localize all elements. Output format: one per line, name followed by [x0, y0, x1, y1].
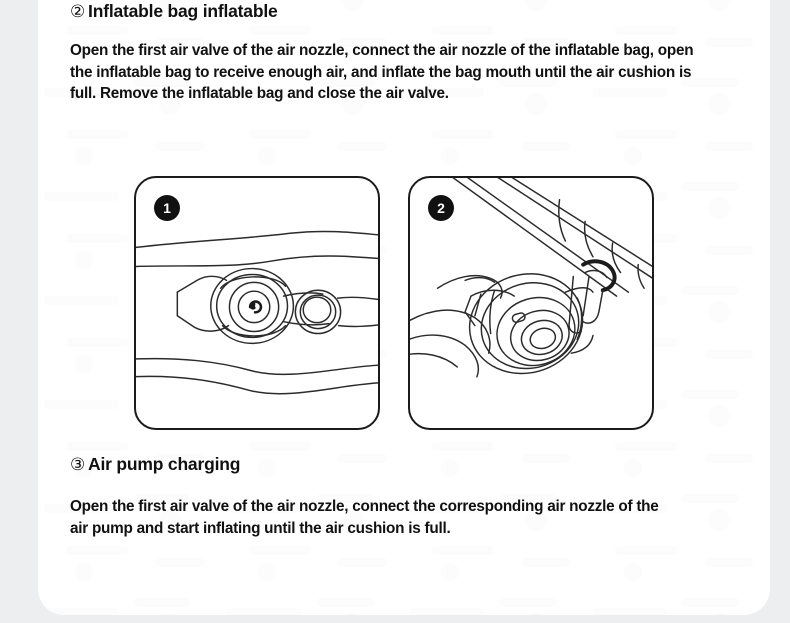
section-three-heading-text: Air pump charging [88, 454, 241, 474]
section-three-number: ③ [70, 455, 86, 474]
hand-connecting-nozzle-drawing [410, 178, 652, 378]
illustration-panel-one: 1 [134, 176, 380, 430]
section-two-heading-text: Inflatable bag inflatable [88, 1, 278, 21]
illustration-panel-two: 2 [408, 176, 654, 430]
section-three-body: Open the first air valve of the air nozz… [70, 498, 659, 537]
panel-one-badge: 1 [154, 195, 180, 221]
panel-two-badge: 2 [428, 195, 454, 221]
section-two-body: Open the first air valve of the air nozz… [70, 42, 694, 102]
section-two-number: ② [70, 2, 86, 21]
air-valve-closeup-drawing [136, 230, 378, 395]
